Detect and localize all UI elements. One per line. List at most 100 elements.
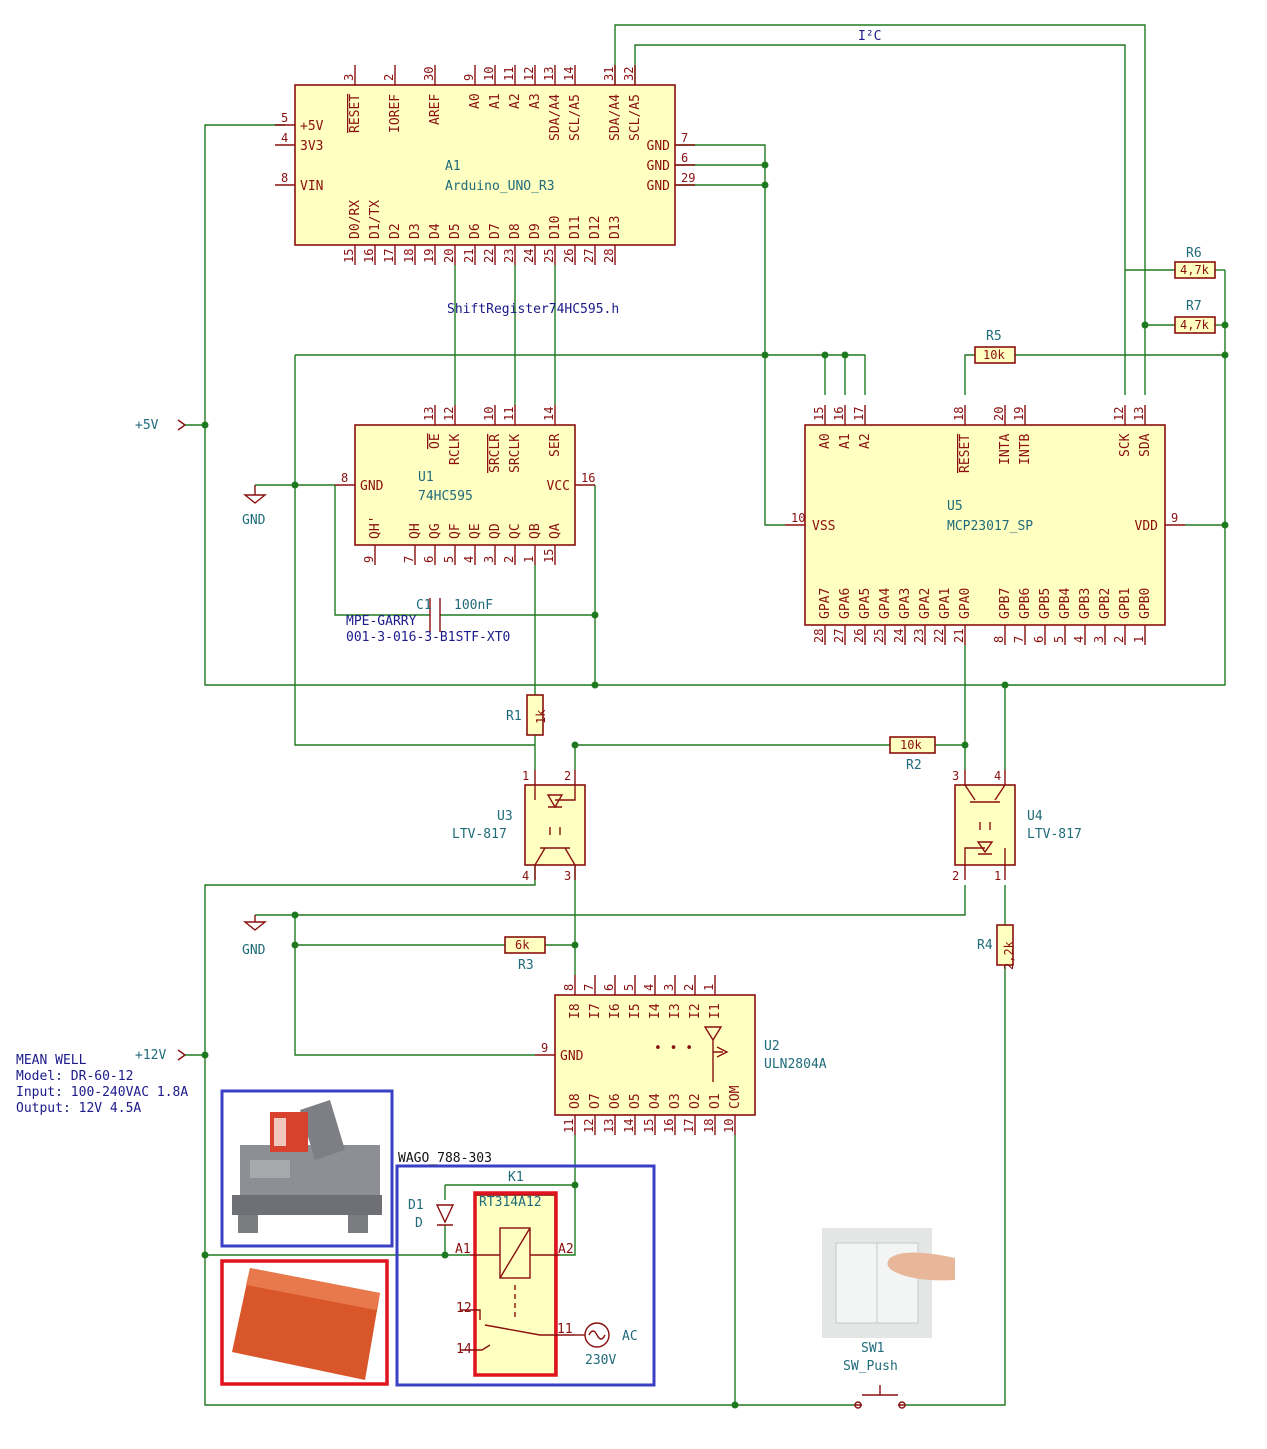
u2-top-pin-name-4: I4 xyxy=(648,1003,663,1019)
arduino-top-pin-num-32: 32 xyxy=(622,67,636,81)
arduino-bottom-pin-num-17: 17 xyxy=(382,249,396,263)
u5-top-pin-name-3: RESET xyxy=(958,434,973,473)
u5-top-pin-num-13: 13 xyxy=(1132,407,1146,421)
arduino-bottom-pin-name-0: D0/RX xyxy=(348,200,363,239)
u5-bottom-pin-name-5: GPA2 xyxy=(918,588,933,619)
k1-pin-12: 12 xyxy=(456,1301,472,1316)
u5-bottom-pin-name-15: GPB0 xyxy=(1138,588,1153,619)
u5-top-pin-num-12: 12 xyxy=(1112,407,1126,421)
r1-value: 1k xyxy=(534,709,548,724)
r7-ref: R7 xyxy=(1186,299,1202,314)
gnd-label-2: GND xyxy=(242,943,266,958)
psu-output: Output: 12V 4.5A xyxy=(16,1101,141,1116)
resistor-r7: 4,7k R7 xyxy=(1174,299,1216,334)
r1-ref: R1 xyxy=(506,709,522,724)
u2-top-pin-name-2: I6 xyxy=(608,1003,623,1019)
u5-bottom-pin-name-11: GPB4 xyxy=(1058,588,1073,619)
u2-bottom-pin-num-10: 10 xyxy=(722,1119,736,1133)
u3-pin-3: 3 xyxy=(564,869,571,883)
arduino-bottom-pin-num-26: 26 xyxy=(562,249,576,263)
u5-right-pin-num-9: 9 xyxy=(1171,511,1178,525)
u2-bottom-pin-name-1: O7 xyxy=(588,1093,603,1109)
arduino-right-pin-name-GND: GND xyxy=(647,139,671,154)
arduino-bottom-pin-name-3: D3 xyxy=(408,223,423,239)
sw1-ref: SW1 xyxy=(861,1341,884,1356)
u1-top-pin-num-12: 12 xyxy=(442,407,456,421)
resistor-r6: 4,7k R6 xyxy=(1174,246,1216,279)
arduino-right-pin-num-29: 29 xyxy=(681,171,695,185)
u1-top-pin-num-13: 13 xyxy=(422,407,436,421)
arduino-top-pin-num-12: 12 xyxy=(522,67,536,81)
arduino-bottom-pin-name-2: D2 xyxy=(388,223,403,239)
power-symbols: +5V GND GND +12V xyxy=(135,418,267,1063)
u2-bottom-pin-name-3: O5 xyxy=(628,1093,643,1109)
u5-bottom-pin-name-10: GPB5 xyxy=(1038,588,1053,619)
u5-bottom-pin-num-22: 22 xyxy=(932,629,946,643)
resistor-r3: 6k R3 xyxy=(504,936,546,973)
k1-ref: K1 xyxy=(508,1170,524,1185)
u2-top-pin-name-0: I8 xyxy=(568,1003,583,1019)
arduino-bottom-pin-num-18: 18 xyxy=(402,249,416,263)
c1-mpn-2: 001-3-016-3-B1STF-XT0 xyxy=(346,630,510,645)
u3-pin-4: 4 xyxy=(522,869,529,883)
u2-bottom-pin-num-15: 15 xyxy=(642,1119,656,1133)
d1-ref: D1 xyxy=(408,1198,424,1213)
c1-ref: C1 xyxy=(416,598,432,613)
u2-value: ULN2804A xyxy=(764,1057,827,1072)
arduino-bottom-pin-name-1: D1/TX xyxy=(368,200,383,239)
arduino-top-pin-name-1: IOREF xyxy=(388,94,403,133)
u3-value: LTV-817 xyxy=(452,827,507,842)
u5-bottom-pin-name-13: GPB2 xyxy=(1098,588,1113,619)
u2-top-pin-num-5: 5 xyxy=(622,984,636,991)
k1-pin-14: 14 xyxy=(456,1342,472,1357)
u1-left-pin-num-8: 8 xyxy=(341,471,348,485)
r5-value: 10k xyxy=(983,348,1005,362)
u5-bottom-pin-name-6: GPA1 xyxy=(938,588,953,619)
arduino-top-pin-num-14: 14 xyxy=(562,67,576,81)
u5-bottom-pin-num-28: 28 xyxy=(812,629,826,643)
c1-mpn-1: MPE-GARRY xyxy=(346,614,417,629)
arduino-left-pin-name-3V3: 3V3 xyxy=(300,139,323,154)
u1-value: 74HC595 xyxy=(418,489,473,504)
u5-bottom-pin-name-1: GPA6 xyxy=(838,588,853,619)
u1-bottom-pin-name-7: QB xyxy=(528,523,543,539)
u3-optocoupler: 1 2 4 3 U3 LTV-817 xyxy=(452,769,586,883)
plus5v-label: +5V xyxy=(135,418,159,433)
arduino-bottom-pin-name-4: D4 xyxy=(428,223,443,239)
arduino-bottom-pin-num-23: 23 xyxy=(502,249,516,263)
arduino-right-pin-name-GND: GND xyxy=(647,179,671,194)
u5-bottom-pin-num-4: 4 xyxy=(1072,636,1086,643)
arduino-right-pin-name-GND: GND xyxy=(647,159,671,174)
u5-left-pin-name-VSS: VSS xyxy=(812,519,835,534)
u2-bottom-pin-num-16: 16 xyxy=(662,1119,676,1133)
u5-bottom-pin-num-8: 8 xyxy=(992,636,1006,643)
u1-bottom-pin-num-4: 4 xyxy=(462,556,476,563)
u5-top-pin-name-2: A2 xyxy=(858,433,873,449)
arduino-top-pin-num-9: 9 xyxy=(462,74,476,81)
u5-bottom-pin-name-14: GPB1 xyxy=(1118,588,1133,619)
u4-ref: U4 xyxy=(1027,809,1043,824)
u5-value: MCP23017_SP xyxy=(947,519,1033,534)
u5-top-pin-name-4: INTA xyxy=(998,434,1013,465)
resistor-r5: 10k R5 xyxy=(974,329,1016,364)
u5-bottom-pin-num-23: 23 xyxy=(912,629,926,643)
k1-value: RT314A12 xyxy=(479,1195,542,1210)
r7-value: 4,7k xyxy=(1180,318,1210,332)
u5-bottom-pin-num-7: 7 xyxy=(1012,636,1026,643)
u5-bottom-pin-name-7: GPA0 xyxy=(958,588,973,619)
arduino-bottom-pin-name-9: D9 xyxy=(528,223,543,239)
u2-uln2804a: 8I87I76I65I54I43I32I21I111O812O713O614O5… xyxy=(535,975,827,1135)
u2-top-pin-num-8: 8 xyxy=(562,984,576,991)
u1-top-pin-num-11: 11 xyxy=(502,407,516,421)
u5-bottom-pin-num-1: 1 xyxy=(1132,636,1146,643)
r2-value: 10k xyxy=(900,738,922,752)
u2-bottom-pin-name-6: O2 xyxy=(688,1093,703,1109)
u5-bottom-pin-num-27: 27 xyxy=(832,629,846,643)
u2-top-pin-name-7: I1 xyxy=(708,1003,723,1019)
arduino-bottom-pin-name-7: D7 xyxy=(488,223,503,239)
arduino-bottom-pin-num-28: 28 xyxy=(602,249,616,263)
u2-bottom-pin-num-18: 18 xyxy=(702,1119,716,1133)
u2-top-pin-num-4: 4 xyxy=(642,984,656,991)
u2-dots: • • • xyxy=(654,1041,693,1056)
u1-bottom-pin-num-5: 5 xyxy=(442,556,456,563)
